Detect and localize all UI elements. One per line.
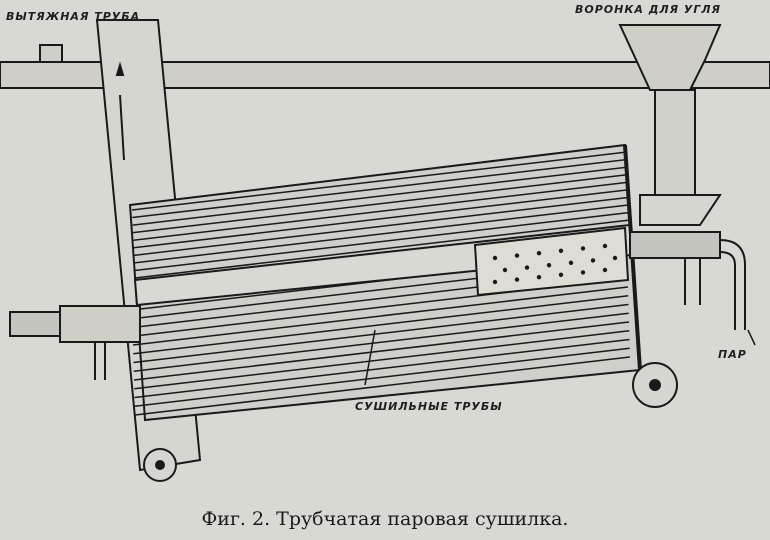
perforation-hole bbox=[558, 248, 564, 253]
drying-tube bbox=[133, 181, 629, 241]
perforation-hole bbox=[568, 260, 574, 265]
drying-tube bbox=[132, 286, 629, 346]
perforation-hole bbox=[492, 255, 498, 261]
coal-hopper-label: ВОРОНКА ДЛЯ УГЛЯ bbox=[575, 3, 722, 16]
perforation-hole bbox=[502, 267, 508, 273]
drying-tube bbox=[133, 303, 629, 364]
perforation-hole bbox=[536, 251, 542, 256]
perforation-hole bbox=[514, 277, 520, 282]
perforation-hole bbox=[580, 270, 586, 275]
perforation-hole bbox=[536, 275, 542, 280]
upper-tube-bundle bbox=[131, 151, 631, 279]
drying-tube bbox=[132, 173, 629, 234]
drying-tube bbox=[133, 196, 630, 257]
perforation-hole bbox=[602, 243, 608, 249]
perforation-hole bbox=[524, 265, 530, 270]
perforation-hole bbox=[514, 253, 520, 258]
perforation-hole bbox=[580, 246, 586, 251]
perforation-hole bbox=[492, 279, 498, 285]
lower-tube-bundle bbox=[131, 251, 631, 416]
coal-hopper bbox=[618, 24, 722, 226]
drying-tube bbox=[134, 347, 630, 407]
perforation-hole bbox=[602, 267, 608, 273]
steam-label: ПАР bbox=[718, 348, 747, 361]
drying-tubes-label: СУШИЛЬНЫЕ ТРУБЫ bbox=[355, 400, 503, 413]
drying-tube bbox=[134, 338, 630, 399]
drying-tube bbox=[131, 151, 628, 211]
drying-tube bbox=[132, 158, 628, 219]
steam-leader bbox=[747, 329, 756, 346]
perforation-hole bbox=[558, 272, 564, 277]
perforation-hole bbox=[590, 258, 596, 263]
exhaust-pipe-label: ВЫТЯЖНАЯ ТРУБА bbox=[6, 10, 141, 23]
drying-drum bbox=[128, 143, 642, 422]
perforation-hole bbox=[612, 255, 618, 261]
drying-tubes-leader bbox=[364, 329, 376, 386]
figure-caption: Фиг. 2. Трубчатая паровая сушилка. bbox=[201, 508, 569, 530]
drying-tube bbox=[134, 330, 630, 390]
perforated-box bbox=[473, 226, 630, 297]
flow-arrow-icon bbox=[115, 61, 125, 76]
left-fitting bbox=[9, 305, 141, 380]
drying-tube bbox=[134, 356, 631, 416]
perforation-hole bbox=[546, 263, 552, 268]
drying-tube bbox=[134, 204, 630, 264]
drying-tube bbox=[133, 312, 629, 372]
drying-tube bbox=[132, 166, 628, 226]
drying-tube bbox=[133, 321, 630, 381]
drying-tube bbox=[133, 295, 629, 355]
drying-tube bbox=[134, 211, 630, 272]
drying-tube bbox=[134, 219, 631, 279]
steam-inlet-fitting bbox=[629, 231, 746, 408]
drying-tube bbox=[133, 189, 629, 249]
